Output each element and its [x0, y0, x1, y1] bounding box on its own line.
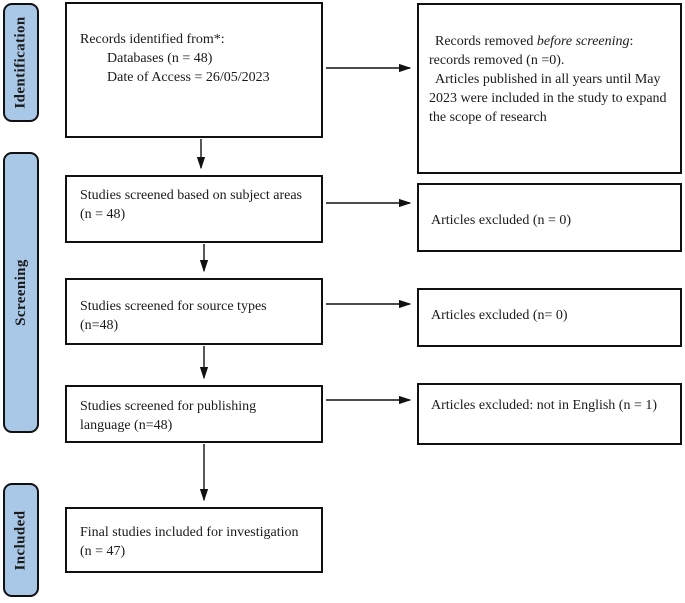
- records-removed-box: Records removed before screening: record…: [417, 3, 682, 174]
- screened-source-line2: (n=48): [80, 318, 119, 333]
- screened-source-line1: Studies screened for source types: [80, 299, 267, 314]
- final-included-box: Final studies included for investigation…: [65, 507, 323, 573]
- before-screening-italic: before screening: [536, 34, 630, 49]
- screened-language-text: Studies screened for publishing language…: [80, 399, 257, 433]
- records-removed-line2: records removed (n =0).: [429, 53, 565, 68]
- screening-label: Screening: [12, 259, 29, 326]
- stage-screening: Screening: [3, 152, 39, 433]
- excluded-subject-box: Articles excluded (n = 0): [417, 183, 682, 252]
- excluded-source-box: Articles excluded (n= 0): [417, 288, 682, 347]
- excluded-subject-text: Articles excluded (n = 0): [431, 213, 572, 228]
- excluded-source-text: Articles excluded (n= 0): [431, 308, 568, 323]
- excluded-language-text: Articles excluded: not in English (n = 1…: [431, 398, 658, 413]
- screened-subject-line1: Studies screened based on subject areas: [80, 188, 302, 203]
- included-label: Included: [12, 510, 29, 570]
- screened-subject-box: Studies screened based on subject areas …: [65, 175, 323, 243]
- final-included-text: Final studies included for investigation…: [80, 525, 299, 559]
- records-identified-line3: Date of Access = 26/05/2023: [107, 70, 270, 85]
- screened-source-box: Studies screened for source types (n=48): [65, 278, 323, 345]
- records-identified-line2: Databases (n = 48): [107, 51, 213, 66]
- records-removed-note: Articles published in all years until Ma…: [429, 72, 667, 125]
- screened-subject-line2: (n = 48): [80, 207, 126, 222]
- screened-language-box: Studies screened for publishing language…: [65, 385, 323, 443]
- records-identified-box: Records identified from*: Databases (n =…: [65, 2, 323, 138]
- records-identified-line1: Records identified from*:: [80, 32, 225, 47]
- records-removed-line1: Records removed before screening:: [435, 34, 634, 49]
- stage-included: Included: [3, 483, 39, 597]
- identification-label: Identification: [12, 16, 29, 109]
- excluded-language-box: Articles excluded: not in English (n = 1…: [417, 383, 682, 445]
- stage-identification: Identification: [3, 3, 39, 122]
